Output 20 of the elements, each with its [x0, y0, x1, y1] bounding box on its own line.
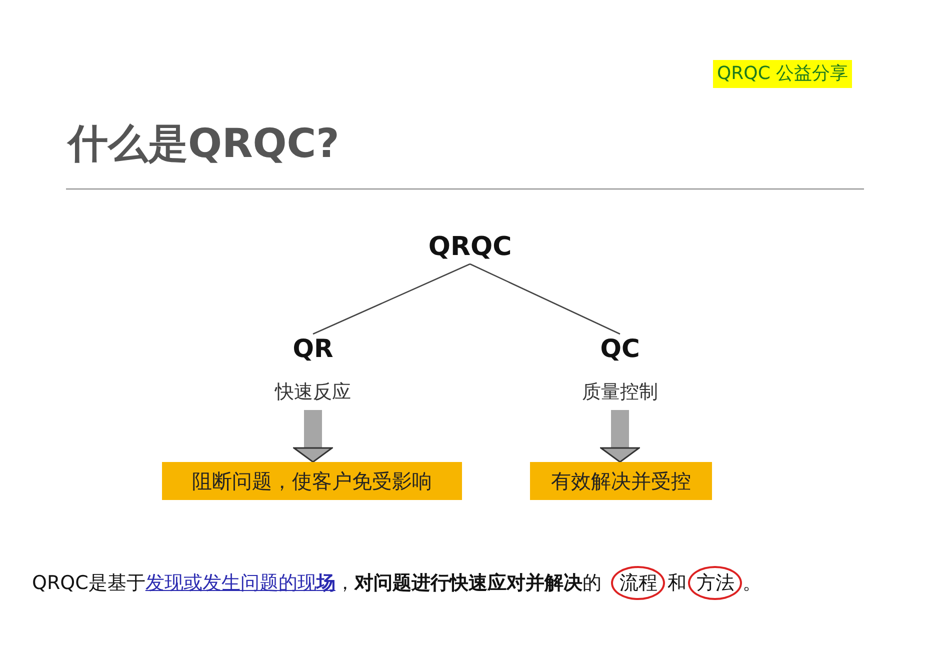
title: 什么是QRQC? — [68, 120, 340, 169]
node-heading: QR — [292, 334, 334, 363]
highlight-box: 阻断问题，使客户免受影响 — [162, 462, 462, 500]
block-arrow — [600, 410, 640, 463]
node-caption: 质量控制 — [582, 380, 658, 405]
circled-word: 流程 — [611, 566, 666, 600]
connector-line — [312, 263, 470, 335]
sentence-text: QRQC是基于 — [32, 571, 146, 596]
tag-label: QRQC 公益分享 — [713, 60, 852, 88]
sentence-text: 。 — [742, 571, 762, 596]
node-caption: 快速反应 — [275, 380, 351, 405]
sentence-text: ，对问题进行快速应对并解决的 — [335, 571, 602, 596]
circled-word: 方法 — [688, 566, 742, 600]
connector-line — [470, 263, 620, 335]
underlined-text: 发现或发生问题的现场 — [145, 571, 336, 596]
node-heading: QRQC — [428, 232, 512, 262]
block-arrow — [293, 410, 333, 463]
node-heading: QC — [600, 334, 640, 363]
highlight-box: 有效解决并受控 — [530, 462, 712, 500]
sentence-text: 和 — [667, 571, 686, 596]
